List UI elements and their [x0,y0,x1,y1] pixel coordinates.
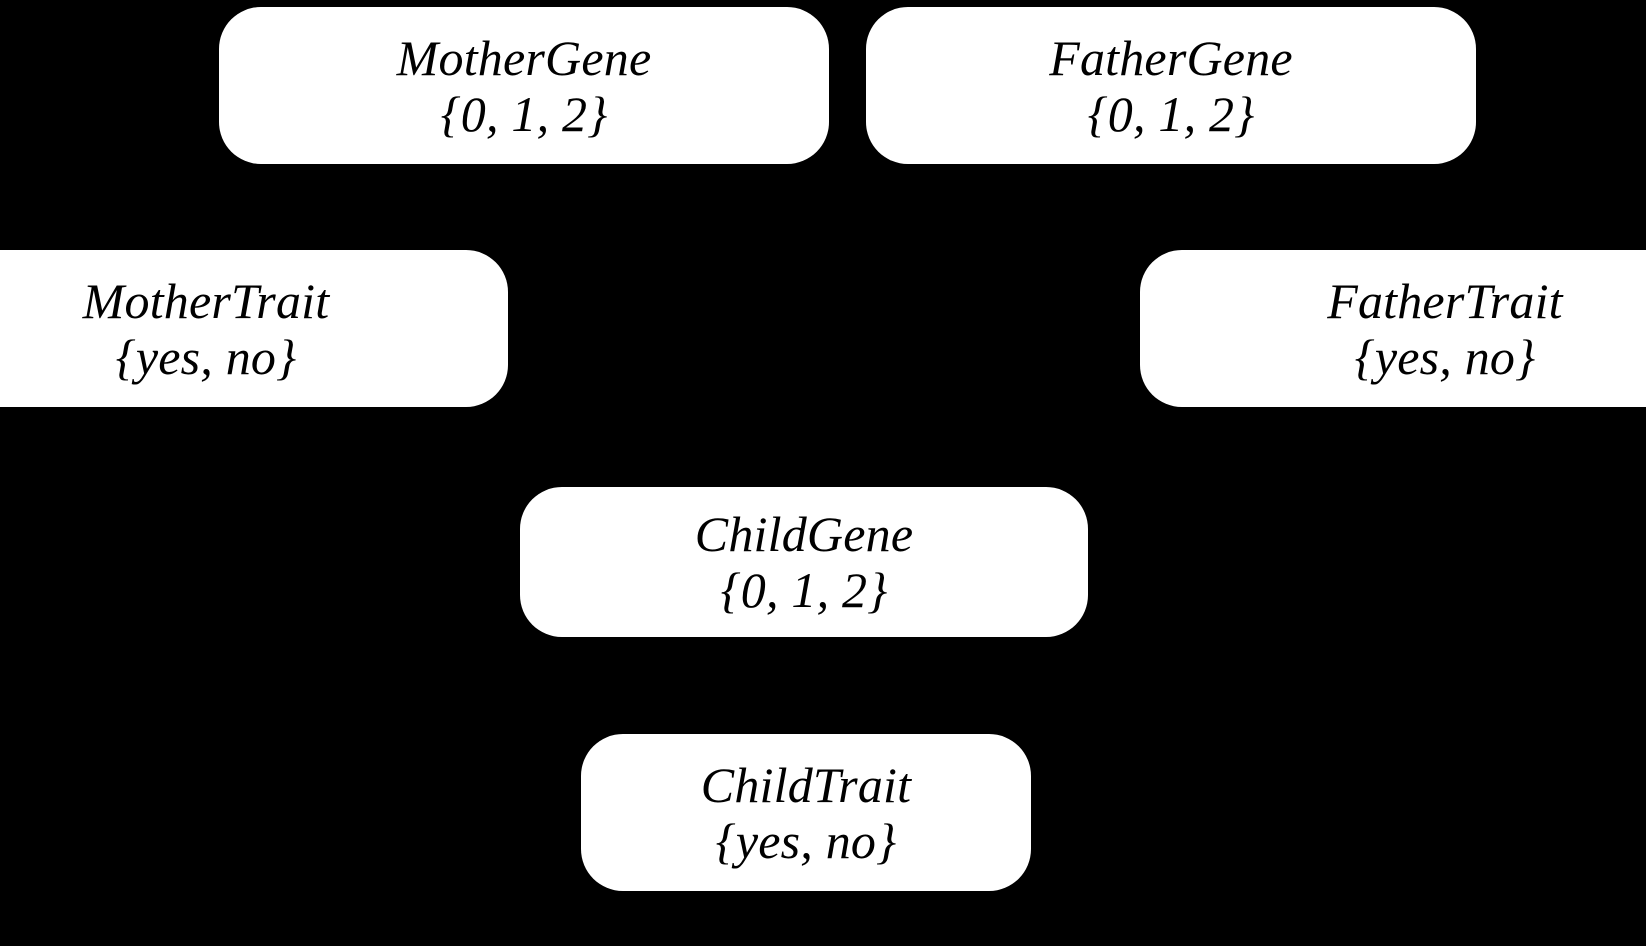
node-father-trait-domain: {yes, no} [1354,328,1536,385]
node-mother-gene[interactable]: MotherGene {0, 1, 2} [219,7,829,164]
node-father-gene-domain: {0, 1, 2} [1087,85,1255,142]
node-father-gene-label: FatherGene [1049,29,1293,86]
node-mother-trait-domain: {yes, no} [115,328,297,385]
node-child-gene[interactable]: ChildGene {0, 1, 2} [520,487,1088,637]
node-child-trait-domain: {yes, no} [715,812,897,869]
node-child-gene-label: ChildGene [694,506,914,562]
node-child-trait[interactable]: ChildTrait {yes, no} [581,734,1031,891]
node-child-trait-label: ChildTrait [700,756,912,813]
node-father-trait-label: FatherTrait [1327,272,1563,329]
node-mother-gene-label: MotherGene [396,29,652,86]
node-father-trait[interactable]: FatherTrait {yes, no} [1140,250,1646,407]
node-mother-trait-label: MotherTrait [82,272,330,329]
node-father-gene[interactable]: FatherGene {0, 1, 2} [866,7,1476,164]
node-mother-trait[interactable]: MotherTrait {yes, no} [0,250,508,407]
node-child-gene-domain: {0, 1, 2} [720,562,888,618]
node-mother-gene-domain: {0, 1, 2} [440,85,608,142]
